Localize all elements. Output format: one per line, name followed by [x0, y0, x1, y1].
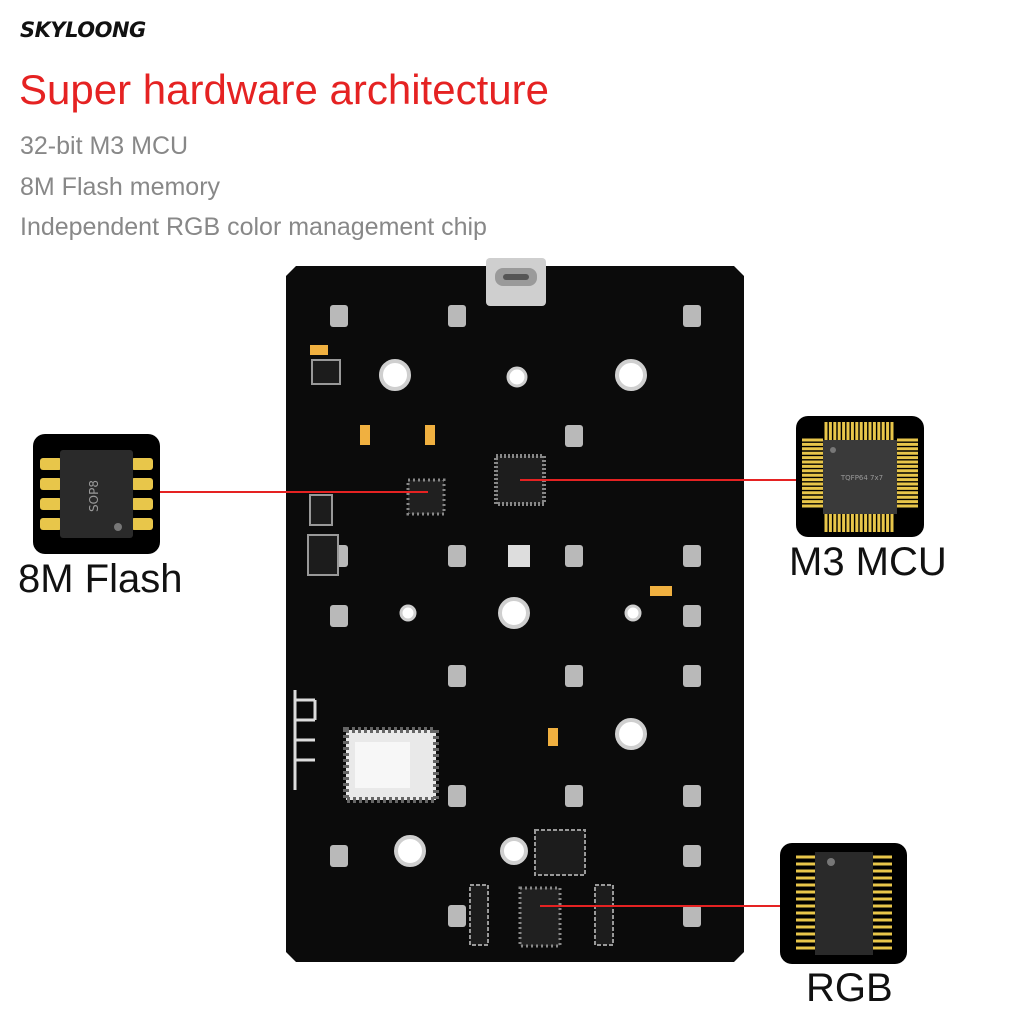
flash-chip-callout: SOP8: [33, 434, 160, 554]
feature-rgb: Independent RGB color management chip: [20, 213, 487, 241]
rgb-chip-onboard: [518, 886, 562, 948]
flash-chip-marking: SOP8: [87, 480, 101, 512]
mcu-chip-marking: TQFP64 7x7: [840, 474, 883, 482]
bluetooth-module: [293, 690, 439, 803]
smd-components: [307, 345, 672, 946]
usb-c-connector: [486, 258, 546, 306]
mcu-chip-callout: TQFP64 7x7: [796, 416, 924, 537]
flash-chip-onboard: [406, 478, 446, 516]
flash-callout-label: 8M Flash: [18, 557, 183, 601]
rgb-callout-label: RGB: [806, 966, 893, 1010]
brand-logo: SKYLOONG: [20, 18, 146, 42]
feature-flash: 8M Flash memory: [20, 173, 221, 201]
mount-holes: [379, 359, 647, 867]
page-title: Super hardware architecture: [19, 66, 549, 113]
mcu-callout-label: M3 MCU: [789, 540, 947, 584]
feature-mcu: 32-bit M3 MCU: [20, 132, 189, 160]
rgb-chip-callout: [780, 843, 907, 964]
switch-holes: [330, 305, 701, 927]
